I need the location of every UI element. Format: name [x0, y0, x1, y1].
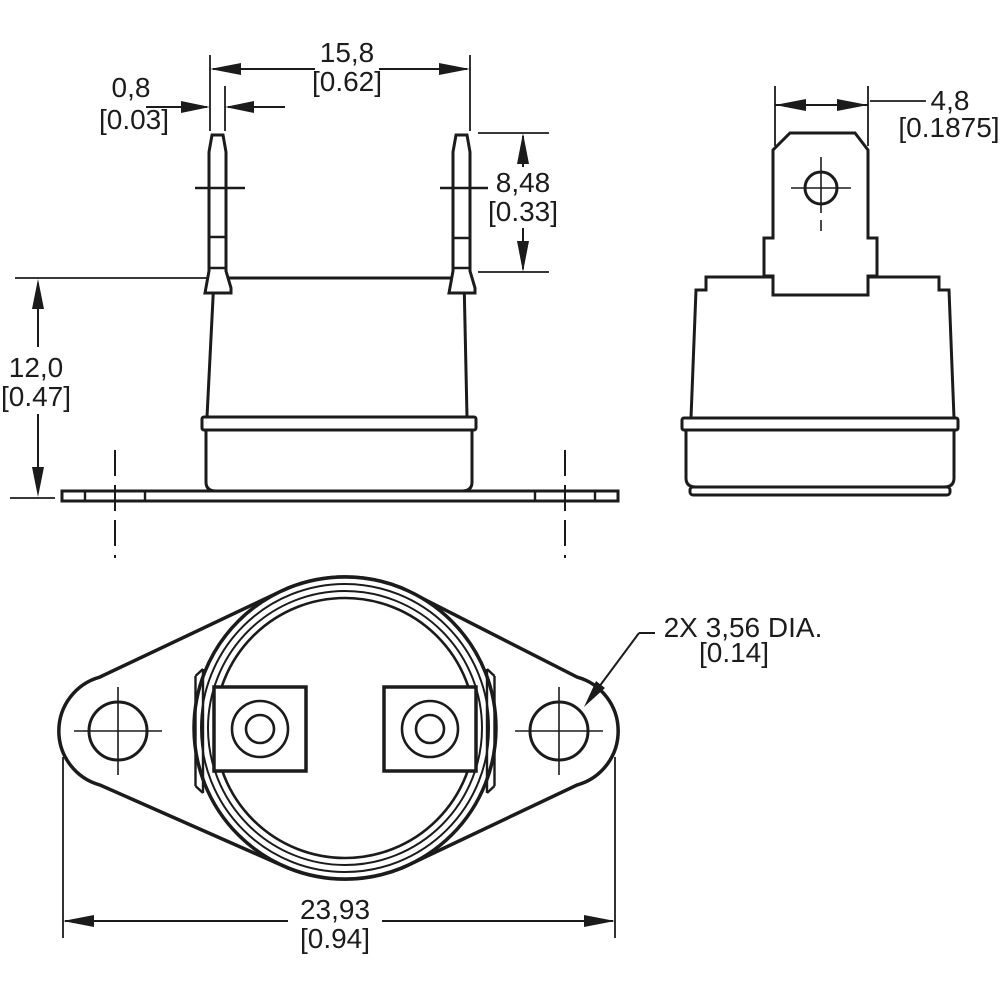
- body-outer-circle: [192, 575, 498, 881]
- dim-value-mm: 15,8: [320, 37, 375, 68]
- side-terminal-tab: [762, 131, 879, 297]
- dim-value-mm: 0,8: [112, 72, 151, 103]
- dim-terminal-width: 4,8 [0.1875]: [774, 85, 1000, 146]
- dim-hole-diameter: 2X 3,56 DIA. [0.14]: [584, 612, 822, 707]
- arrowhead: [517, 133, 529, 164]
- dim-value-inch: [0.03]: [99, 104, 169, 135]
- dim-flange-width: 23,93 [0.94]: [62, 757, 616, 954]
- bottom-view: 2X 3,56 DIA. [0.14] 23,93 [0.94]: [57, 575, 822, 954]
- front-rim-band: [200, 415, 478, 432]
- insert-edge: [486, 668, 496, 677]
- left-terminal-blade: [203, 133, 233, 295]
- insert-edge: [194, 668, 204, 677]
- arrowhead: [439, 63, 470, 75]
- body-ring: [200, 583, 490, 873]
- side-rim-band: [680, 416, 960, 432]
- arrowhead: [775, 99, 806, 111]
- side-body-outline: [689, 275, 956, 420]
- body-ring: [207, 590, 483, 866]
- arrowhead: [837, 99, 868, 111]
- dim-value-mm: 23,93: [300, 894, 370, 925]
- side-base: [684, 428, 956, 489]
- dim-value-inch: [0.62]: [312, 66, 382, 97]
- arrowhead: [584, 915, 615, 927]
- right-rivet-inner: [414, 713, 446, 745]
- dim-terminal-spacing: 15,8 [0.62]: [209, 37, 471, 131]
- front-body-outline: [205, 276, 469, 419]
- arrowhead: [517, 241, 529, 272]
- dim-value-inch: [0.33]: [488, 196, 558, 227]
- dim-value-mm: 4,8: [931, 85, 970, 116]
- insert-edge: [194, 785, 204, 794]
- arrowhead: [584, 681, 605, 707]
- dim-terminal-height: 8,48 [0.33]: [478, 132, 558, 273]
- side-bottom-lip: [688, 485, 952, 497]
- dim-body-height: 12,0 [0.47]: [1, 279, 71, 499]
- arrowhead: [63, 915, 94, 927]
- arrowhead: [225, 101, 254, 113]
- front-mounting-flange: [60, 489, 620, 503]
- dim-label: 2X 3,56 DIA.: [664, 612, 823, 643]
- left-rivet-outer: [230, 699, 290, 759]
- dim-value-inch: [0.47]: [1, 381, 71, 412]
- arrowhead: [181, 101, 210, 113]
- dim-terminal-thickness: 0,8 [0.03]: [99, 72, 285, 135]
- right-terminal-blade: [447, 133, 477, 295]
- dim-value-inch: [0.1875]: [898, 112, 999, 143]
- insert-edge: [486, 785, 496, 794]
- side-view: 4,8 [0.1875]: [680, 85, 1000, 497]
- arrowhead: [210, 63, 241, 75]
- dim-value-mm: 12,0: [9, 352, 64, 383]
- right-terminal-block: [382, 685, 478, 773]
- dim-value-inch: [0.14]: [699, 637, 769, 668]
- dim-value-inch: [0.94]: [300, 923, 370, 954]
- right-rivet-outer: [400, 699, 460, 759]
- front-base: [204, 428, 474, 493]
- left-terminal-block: [212, 685, 308, 773]
- arrowhead: [32, 279, 44, 309]
- arrowhead: [32, 467, 44, 497]
- front-view: 15,8 [0.62] 0,8 [0.03] 8,48 [0.33]: [1, 37, 620, 558]
- left-rivet-inner: [244, 713, 276, 745]
- dim-value-mm: 8,48: [496, 167, 551, 198]
